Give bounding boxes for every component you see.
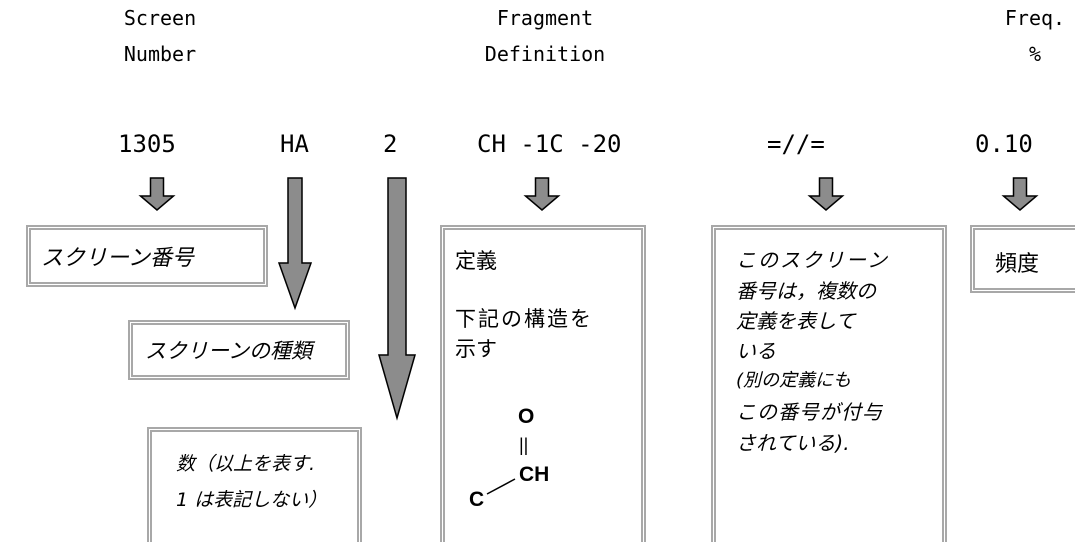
header-screen-number: Screen Number bbox=[123, 6, 197, 66]
header-fragment-definition: Fragment Definition bbox=[484, 6, 606, 66]
double-bond: || bbox=[519, 435, 529, 455]
carbonyl-structure: O || CH C bbox=[445, 395, 641, 545]
value-screen-number: 1305 bbox=[118, 130, 176, 158]
callout-multiple-definitions: このスクリーン 番号は，複数の 定義を表して いる (別の定義にも この番号が付… bbox=[711, 225, 947, 542]
callout-screen-type: スクリーンの種類 bbox=[128, 320, 350, 380]
ch-group: CH bbox=[519, 463, 550, 486]
header-frequency: Freq. % bbox=[1004, 6, 1066, 66]
carbon-atom: C bbox=[469, 488, 485, 511]
oxygen-atom: O bbox=[518, 405, 535, 428]
arrow-multiple-definitions bbox=[807, 177, 845, 211]
callout-definition: 定義 下記の構造を 示す O || CH C bbox=[440, 225, 646, 542]
callout-screen-number: スクリーン番号 bbox=[26, 225, 268, 287]
single-bond-line bbox=[486, 478, 516, 495]
arrow-count bbox=[378, 177, 416, 421]
value-fragment: CH -1C -20 bbox=[477, 130, 622, 158]
value-separator: =//= bbox=[767, 130, 825, 158]
value-frequency: 0.10 bbox=[975, 130, 1033, 158]
value-count: 2 bbox=[383, 130, 398, 158]
arrow-fragment bbox=[523, 177, 561, 211]
callout-frequency: 頻度 bbox=[970, 225, 1075, 293]
value-screen-type: HA bbox=[280, 130, 309, 158]
arrow-screen-number bbox=[138, 177, 176, 211]
callout-count: 数（以上を表す. 1 は表記しない） bbox=[147, 427, 362, 542]
arrow-screen-type bbox=[277, 177, 313, 311]
arrow-frequency bbox=[1001, 177, 1039, 211]
